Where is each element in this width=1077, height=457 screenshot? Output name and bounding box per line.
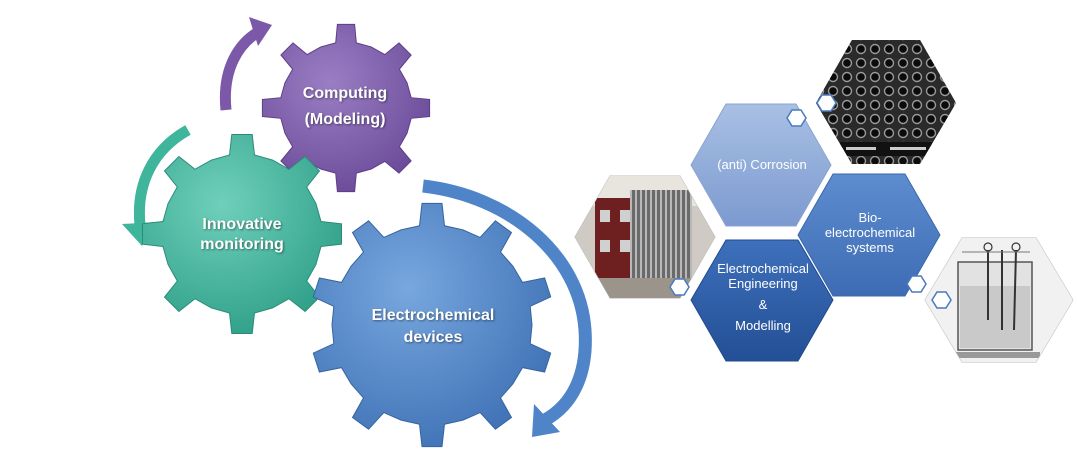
gear-label-monitoring: Innovative monitoring: [176, 215, 308, 255]
engineering-label-line2: Engineering: [728, 275, 798, 291]
hex-photo-stack: [574, 175, 716, 299]
curved-arrow-blue: [422, 179, 592, 437]
computing-label-line2: (Modeling): [304, 111, 386, 128]
engineering-label-line1: Electrochemical: [717, 261, 809, 276]
corrosion-label: (anti) Corrosion: [717, 157, 807, 172]
gear-computing: [261, 23, 431, 193]
curved-arrow-purple: [219, 17, 272, 111]
small-hex-marker: [669, 278, 690, 296]
hex-label-engineering: Electrochemical Engineering & Modelling: [708, 261, 818, 334]
hex-photo-schematic: [924, 237, 1074, 363]
small-hex-marker: [931, 291, 952, 309]
monitoring-label-line1: Innovative: [202, 216, 282, 233]
hex-bio-electrochemical: [797, 173, 941, 297]
small-hex-marker: [906, 275, 927, 293]
hex-photo-sem: [816, 40, 956, 164]
hex-engineering: [690, 239, 834, 362]
bio-label-line3: systems: [846, 239, 894, 255]
hex-label-corrosion: (anti) Corrosion: [700, 157, 824, 173]
bio-label-line2: electrochemical: [824, 224, 916, 240]
engineering-label-line3: &: [758, 296, 768, 312]
gear-label-devices: Electrochemical devices: [358, 306, 508, 348]
devices-label-line1: Electrochemical: [371, 307, 495, 324]
hex-label-bio: Bio- electrochemical systems: [820, 210, 920, 256]
gear-devices: [312, 202, 552, 448]
monitoring-label-line2: monitoring: [200, 236, 284, 253]
computing-label-line1: Computing: [302, 85, 388, 102]
engineering-label-line4: Modelling: [735, 317, 791, 333]
small-hex-marker: [816, 94, 837, 112]
hex-corrosion: [690, 103, 832, 227]
gear-monitoring: [142, 134, 342, 334]
gear-label-computing: Computing (Modeling): [285, 84, 405, 130]
bio-label-line1: Bio-: [858, 210, 882, 225]
devices-label-line2: devices: [403, 329, 463, 346]
small-hex-marker: [786, 109, 807, 127]
